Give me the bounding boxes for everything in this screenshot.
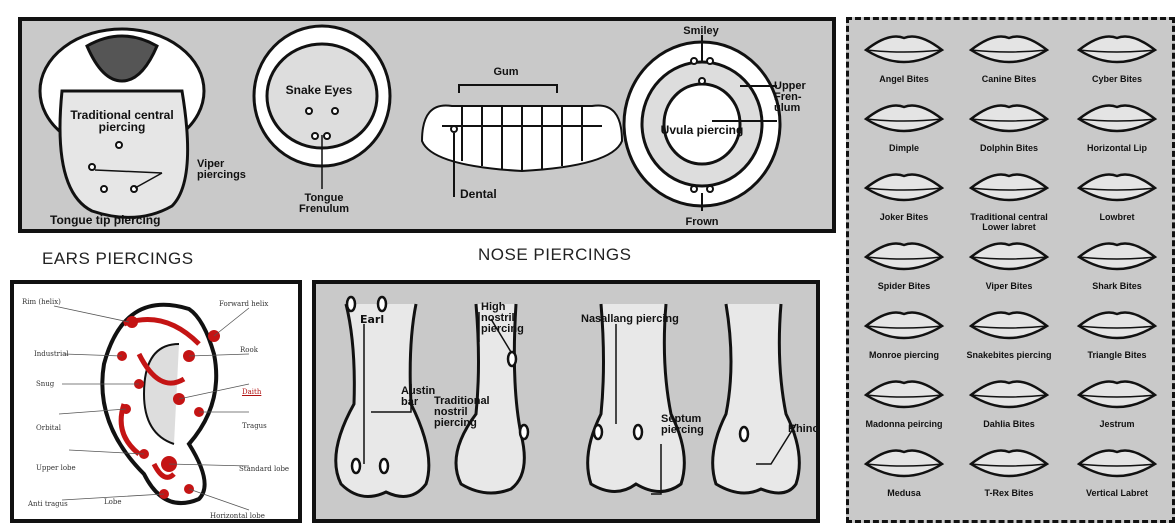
lip-label: Joker Bites	[854, 212, 954, 222]
ear-label-rook: Rook	[240, 346, 258, 354]
lip-drawing	[866, 244, 942, 270]
lip-label: Dolphin Bites	[959, 143, 1059, 153]
lip-drawing	[971, 37, 1047, 63]
ear-label-orbital: Orbital	[36, 424, 61, 432]
lip-drawing	[971, 313, 1047, 339]
lip-drawing	[971, 244, 1047, 270]
lip-drawing	[971, 175, 1047, 201]
lip-drawing	[971, 451, 1047, 477]
label-uvula-piercing: Uvula piercing	[661, 125, 744, 136]
nose-illustrations	[316, 284, 820, 523]
lip-drawing	[1079, 313, 1155, 339]
nose-label-septum-piercing: Septum piercing	[661, 414, 711, 436]
nose-label-nasallang-piercing: Nasallang piercing	[581, 314, 679, 325]
ear-label-horizontal-lobe: Horizontal lobe	[210, 512, 265, 520]
lip-drawing	[1079, 106, 1155, 132]
label-viper-piercings: Viper piercings	[197, 159, 252, 181]
lip-label: Viper Bites	[959, 281, 1059, 291]
nose-label-high-nostril-piercing: High nostril piercing	[481, 302, 541, 335]
label-dental: Dental	[460, 189, 497, 200]
lip-label: Snakebites piercing	[959, 350, 1059, 360]
ear-label-anti-tragus: Anti tragus	[28, 500, 68, 508]
lip-label: Dimple	[854, 143, 954, 153]
lip-drawing	[971, 382, 1047, 408]
lip-label: Jestrum	[1067, 419, 1167, 429]
lip-drawing	[1079, 382, 1155, 408]
lip-label: Triangle Bites	[1067, 350, 1167, 360]
ear-label-upper-lobe: Upper lobe	[36, 464, 76, 472]
nose-label-rhino: Rhino	[788, 424, 819, 435]
ear-label-forward-helix: Forward helix	[219, 300, 268, 308]
ear-label-lobe: Lobe	[104, 498, 122, 506]
lip-label: Madonna peircing	[854, 419, 954, 429]
lip-label: Spider Bites	[854, 281, 954, 291]
lip-drawing	[1079, 244, 1155, 270]
ear-label-snug: Snug	[36, 380, 54, 388]
lip-drawing	[1079, 175, 1155, 201]
lip-drawing	[866, 175, 942, 201]
lip-label: T-Rex Bites	[959, 488, 1059, 498]
label-upper-frenulum: Upper Fren-ulum	[774, 81, 824, 114]
lips-grid	[849, 20, 1175, 523]
ear-illustration	[14, 284, 302, 523]
ear-label-standard-lobe: Standard lobe	[239, 465, 289, 473]
ear-label-rim-helix: Rim (helix)	[22, 298, 61, 306]
lip-drawing	[866, 106, 942, 132]
mouth-piercings-panel: Traditional central piercing Viper pierc…	[18, 17, 836, 233]
nose-heading: NOSE PIERCINGS	[478, 245, 631, 265]
label-tongue-tip-piercing: Tongue tip piercing	[50, 215, 160, 226]
label-tongue-frenulum: Tongue Frenulum	[289, 193, 359, 215]
lip-drawing	[866, 313, 942, 339]
lip-label: Monroe piercing	[854, 350, 954, 360]
nose-piercings-panel: Earl Austin bar High nostril piercing Tr…	[312, 280, 820, 523]
lip-label: Lowbret	[1067, 212, 1167, 222]
label-frown: Frown	[686, 217, 719, 228]
ear-label-tragus: Tragus	[242, 422, 267, 430]
lip-drawing	[866, 451, 942, 477]
lip-label: Cyber Bites	[1067, 74, 1167, 84]
label-gum: Gum	[493, 67, 518, 78]
lip-drawing	[1079, 37, 1155, 63]
nose-label-earl: Earl	[360, 314, 384, 325]
lip-label: Horizontal Lip	[1067, 143, 1167, 153]
label-snake-eyes: Snake Eyes	[286, 85, 353, 96]
label-traditional-central-piercing: Traditional central piercing	[62, 109, 182, 133]
ear-label-daith: Daith	[242, 388, 261, 396]
lip-drawing	[971, 106, 1047, 132]
lip-label: Medusa	[854, 488, 954, 498]
lip-label: Angel Bites	[854, 74, 954, 84]
nose-label-traditional-nostril-piercing: Traditional nostril piercing	[434, 396, 494, 429]
lip-label: Shark Bites	[1067, 281, 1167, 291]
ears-heading: EARS PIERCINGS	[42, 249, 194, 269]
lip-drawing	[1079, 451, 1155, 477]
lip-drawing	[866, 37, 942, 63]
lip-label: Canine Bites	[959, 74, 1059, 84]
lip-label: Traditional central Lower labret	[959, 212, 1059, 232]
lip-label: Dahlia Bites	[959, 419, 1059, 429]
lip-drawing	[866, 382, 942, 408]
label-smiley: Smiley	[683, 26, 718, 37]
ear-label-industrial: Industrial	[34, 350, 69, 358]
lip-label: Vertical Labret	[1067, 488, 1167, 498]
ear-piercings-panel: Rim (helix) Forward helix Industrial Roo…	[10, 280, 302, 523]
